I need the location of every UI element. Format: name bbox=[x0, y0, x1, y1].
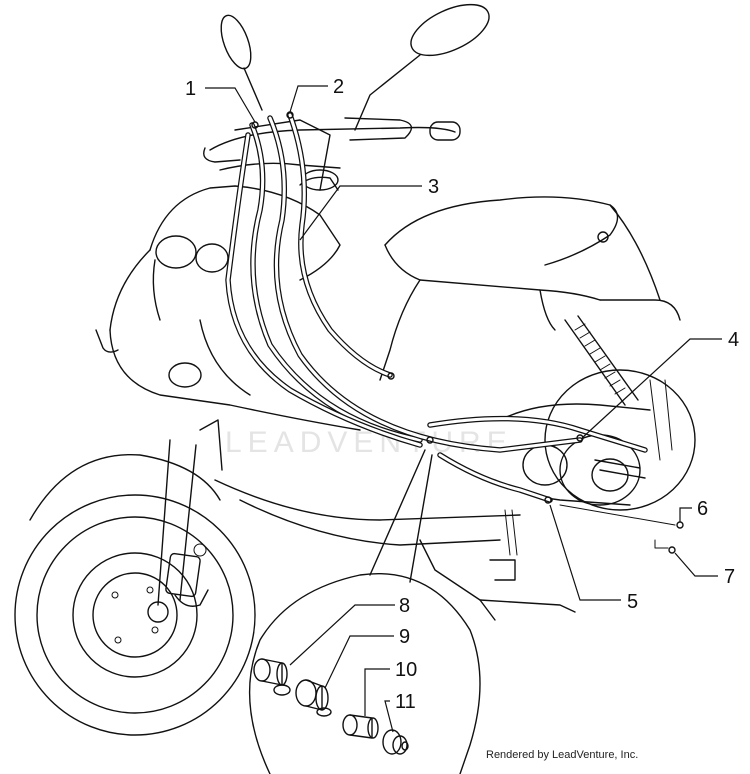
callout-2: 2 bbox=[289, 76, 344, 113]
callout-10: 10 bbox=[364, 659, 417, 716]
callout-number-11: 11 bbox=[395, 691, 416, 713]
watermark-text: LEADVENTURE bbox=[225, 426, 513, 459]
part-11 bbox=[382, 729, 409, 755]
callout-number-9: 9 bbox=[399, 626, 410, 648]
engine-and-shock bbox=[494, 315, 696, 511]
callout-number-1: 1 bbox=[185, 78, 196, 100]
handlebar-assembly bbox=[203, 3, 490, 191]
callout-5: 5 bbox=[549, 504, 638, 613]
callout-number-8: 8 bbox=[399, 595, 410, 617]
callout-number-3: 3 bbox=[428, 176, 439, 198]
rendered-by-credit: Rendered by LeadVenture, Inc. bbox=[486, 749, 638, 761]
frame-and-stand bbox=[214, 479, 576, 621]
callout-8: 8 bbox=[289, 595, 410, 666]
callout-number-10: 10 bbox=[395, 659, 417, 681]
callout-11: 11 bbox=[384, 691, 416, 733]
callout-number-6: 6 bbox=[697, 498, 708, 520]
cable-routing bbox=[225, 111, 648, 504]
detail-inset: 8 9 10 11 bbox=[248, 449, 481, 774]
callout-number-4: 4 bbox=[728, 329, 739, 351]
callout-9: 9 bbox=[324, 626, 410, 689]
callout-7: 7 bbox=[654, 539, 735, 588]
seat-and-rear-body bbox=[379, 196, 681, 381]
part-9 bbox=[295, 679, 332, 717]
callout-4: 4 bbox=[581, 329, 739, 439]
front-fairing bbox=[95, 185, 361, 431]
callout-number-2: 2 bbox=[333, 76, 344, 98]
callout-3: 3 bbox=[299, 176, 439, 241]
front-wheel-assembly bbox=[14, 419, 256, 736]
callout-number-7: 7 bbox=[724, 566, 735, 588]
callout-1: 1 bbox=[185, 78, 256, 123]
callout-number-5: 5 bbox=[627, 591, 638, 613]
part-8 bbox=[253, 658, 291, 696]
callout-6: 6 bbox=[559, 498, 708, 529]
part-10 bbox=[342, 714, 379, 739]
